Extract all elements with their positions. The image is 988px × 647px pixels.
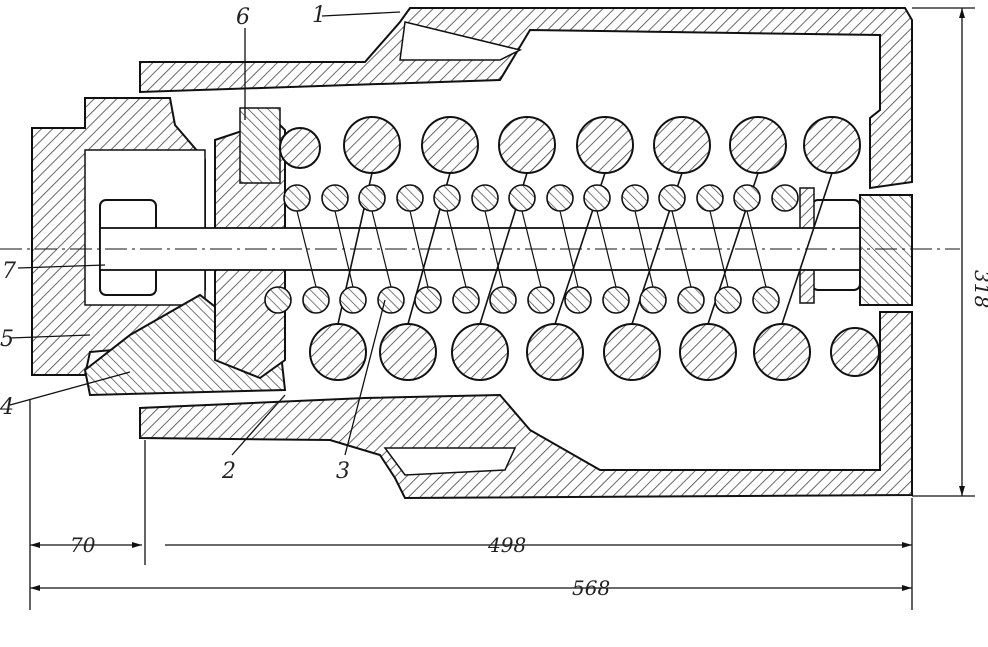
inner-spring-top-coils xyxy=(283,184,799,212)
label-part-2: 2 xyxy=(221,459,236,484)
outer-spring-top-coils xyxy=(279,116,861,174)
label-part-5: 5 xyxy=(0,327,14,352)
outer-spring-bottom-coils xyxy=(309,323,880,381)
right-end-plug xyxy=(859,194,913,306)
label-part-7: 7 xyxy=(2,259,16,284)
label-part-3: 3 xyxy=(336,459,350,484)
seat-flange-6 xyxy=(239,107,281,184)
dim-height: 318 xyxy=(970,270,988,308)
dim-overall-length: 568 xyxy=(572,576,610,600)
housing-lower-pocket xyxy=(383,447,517,476)
dim-housing-length: 498 xyxy=(487,533,526,557)
dimension-lines xyxy=(29,7,975,610)
housing-lower-wall xyxy=(139,311,913,500)
dimension-arrows xyxy=(30,8,965,591)
housing-upper-pocket xyxy=(399,21,523,61)
label-part-1: 1 xyxy=(312,3,326,28)
dim-left-offset: 70 xyxy=(70,533,96,557)
label-part-4: 4 xyxy=(0,395,14,420)
inner-spring-bottom-coils xyxy=(264,286,780,314)
label-part-6: 6 xyxy=(236,5,250,30)
leader-lines xyxy=(9,11,401,456)
housing-upper-wall xyxy=(139,7,913,190)
